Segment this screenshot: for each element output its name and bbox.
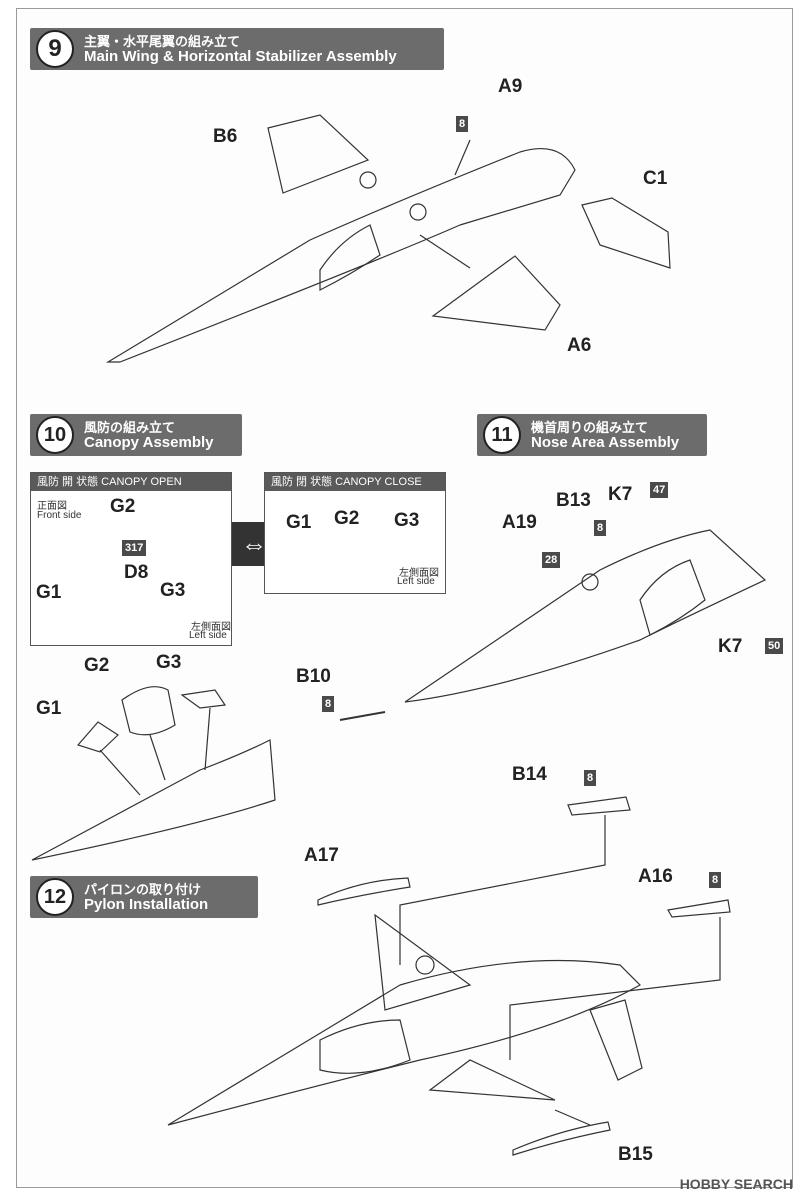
stabilizer-c1: [581, 197, 671, 269]
canopy-close-box: 風防 閉 状態 CANOPY CLOSE 左側面図 Left side: [264, 472, 446, 594]
guide-a16: [509, 917, 721, 1060]
fuselage-12: [167, 959, 641, 1126]
step-title-en: Pylon Installation: [84, 896, 209, 913]
guide-b15: [554, 1109, 591, 1126]
fuselage-9: [105, 148, 576, 363]
paint-code: 8: [584, 770, 597, 786]
part-label-g2: G2: [334, 508, 360, 529]
canopy-g3: [180, 689, 227, 709]
part-label-g2: G2: [84, 655, 110, 676]
step-title-en: Canopy Assembly: [84, 434, 214, 451]
step-title-jp: パイロンの取り付け: [84, 882, 202, 897]
guide-line-a9: [454, 139, 471, 176]
guide-g3: [204, 707, 211, 771]
paint-code: 8: [456, 116, 469, 132]
part-label-b6: B6: [213, 126, 238, 147]
guide-b14: [399, 815, 606, 965]
part-label-g2: G2: [110, 496, 136, 517]
intake-11: [639, 559, 706, 636]
step-11-header: 11 機首周りの組み立て Nose Area Assembly: [477, 414, 707, 456]
part-label-k7: K7: [718, 636, 743, 657]
canopy-g2: [121, 686, 176, 736]
canopy-g1: [76, 721, 119, 753]
step-12-header: 12 パイロンの取り付け Pylon Installation: [30, 876, 258, 918]
paint-code: 317: [122, 540, 147, 556]
wing-12: [428, 1059, 556, 1101]
part-label-a16: A16: [638, 866, 673, 887]
front-view-en: Front side: [37, 510, 82, 521]
paint-code: 28: [542, 552, 561, 568]
pylon-a16: [667, 899, 731, 918]
pitot-b10: [339, 711, 386, 721]
step-title-en: Main Wing & Horizontal Stabilizer Assemb…: [84, 48, 397, 65]
part-label-b10: B10: [296, 666, 331, 687]
step-title-jp: 風防の組み立て: [84, 420, 176, 435]
part-label-a6: A6: [567, 335, 592, 356]
step-9-header: 9 主翼・水平尾翼の組み立て Main Wing & Horizontal St…: [30, 28, 444, 70]
fuselage-10: [31, 739, 276, 861]
step-title-jp: 機首周りの組み立て: [531, 420, 649, 435]
left-view-jp: 左側面図: [399, 568, 439, 579]
part-label-d8: D8: [124, 562, 149, 583]
paint-code: 50: [765, 638, 784, 654]
part-label-a9: A9: [498, 76, 523, 97]
part-label-g1: G1: [36, 582, 62, 603]
paint-code: 8: [322, 696, 335, 712]
intake-9: [319, 224, 381, 291]
part-label-g3: G3: [394, 510, 420, 531]
pylon-a17: [317, 877, 411, 906]
box-title: 風防 閉 状態 CANOPY CLOSE: [265, 473, 445, 491]
front-view-jp: 正面図: [37, 501, 67, 512]
seat-11: [581, 573, 599, 591]
left-view-jp: 左側面図: [191, 622, 231, 633]
guide-line-a6: [419, 234, 471, 269]
step-10-header: 10 風防の組み立て Canopy Assembly: [30, 414, 242, 456]
step-title-jp: 主翼・水平尾翼の組み立て: [84, 34, 241, 49]
guide-g2: [149, 734, 166, 781]
part-label-g3: G3: [156, 652, 182, 673]
part-label-g1: G1: [286, 512, 312, 533]
part-label-k7: K7: [608, 484, 633, 505]
part-label-g1: G1: [36, 698, 62, 719]
left-view-en: Left side: [397, 576, 435, 587]
part-label-a19: A19: [502, 512, 537, 533]
paint-code: 8: [709, 872, 722, 888]
wing-b6: [267, 114, 370, 194]
pylon-b15: [512, 1121, 611, 1156]
step-number: 9: [36, 30, 74, 68]
seat-9: [359, 171, 377, 189]
step-title-en: Nose Area Assembly: [531, 434, 680, 451]
seat-12: [415, 955, 435, 975]
step-number: 11: [483, 416, 521, 454]
part-label-c1: C1: [643, 168, 668, 189]
wing-a6: [431, 255, 561, 331]
box-title: 風防 開 状態 CANOPY OPEN: [31, 473, 231, 491]
guide-g1: [99, 749, 141, 796]
tail-12: [374, 913, 472, 1011]
part-label-b15: B15: [618, 1144, 653, 1165]
intake-12: [319, 1019, 411, 1074]
paint-code: 8: [594, 520, 607, 536]
left-view-en: Left side: [189, 630, 227, 641]
pylon-b14: [567, 796, 631, 816]
part-label-b13: B13: [556, 490, 591, 511]
paint-code: 47: [650, 482, 669, 498]
fuselage-11: [404, 529, 767, 703]
canopy-open-box: 風防 開 状態 CANOPY OPEN 正面図 Front side 左側面図 …: [30, 472, 232, 646]
watermark: HOBBY SEARCH: [679, 1176, 793, 1192]
part-label-a17: A17: [304, 845, 339, 866]
part-label-b14: B14: [512, 764, 547, 785]
step-number: 12: [36, 878, 74, 916]
stabilizer-12: [589, 999, 643, 1081]
part-label-g3: G3: [160, 580, 186, 601]
step-number: 10: [36, 416, 74, 454]
wheel-9: [409, 203, 427, 221]
